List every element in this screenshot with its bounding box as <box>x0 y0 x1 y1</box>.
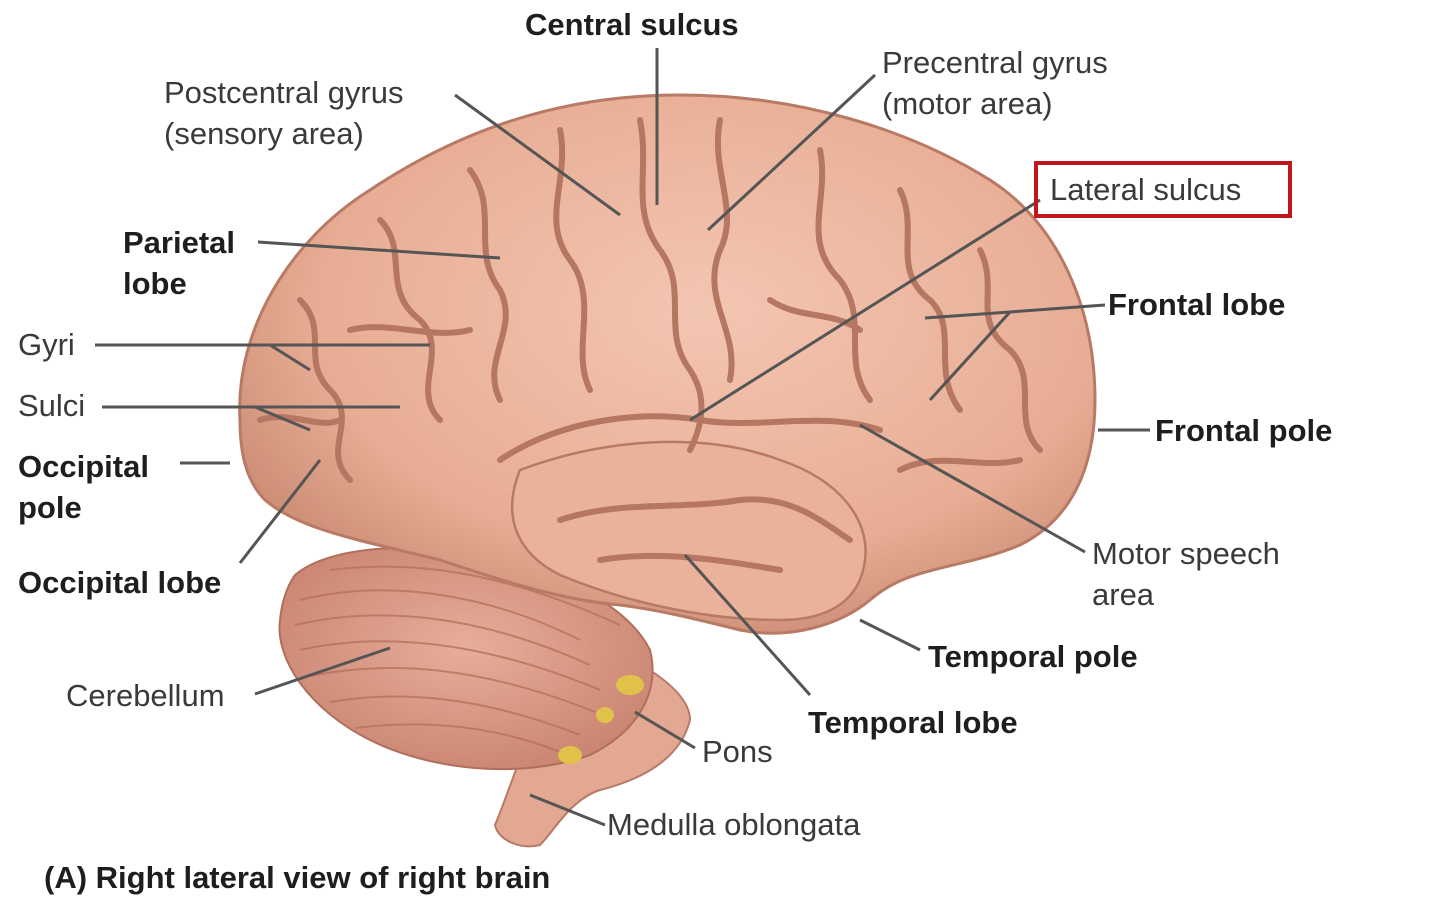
leader-medulla <box>529 793 606 827</box>
cerebrum-shape <box>238 93 1097 635</box>
label-temporal-pole: Temporal pole <box>928 639 1138 674</box>
figure-caption: (A) Right lateral view of right brain <box>44 860 551 895</box>
leader-frontal-lobe <box>1009 303 1106 314</box>
leader-occipital-lobe <box>238 459 322 564</box>
leader-parietal-lobe <box>257 240 501 260</box>
label-sulci: Sulci <box>18 388 86 423</box>
leader-temporal-pole <box>859 618 921 652</box>
leader-gyri-b <box>269 343 311 372</box>
label-motor-speech-area: Motor speech area <box>1092 536 1280 612</box>
leader-temporal-lobe <box>683 554 812 696</box>
leader-lines <box>95 48 1150 827</box>
label-parietal-lobe: Parietal lobe <box>123 225 236 301</box>
label-central-sulcus: Central sulcus <box>525 7 739 42</box>
leader-postcentral-gyrus <box>454 93 621 217</box>
label-pons: Pons <box>702 734 773 769</box>
cerebellum-folia <box>294 565 621 753</box>
label-precentral-gyrus: Precentral gyrus (motor area) <box>882 45 1108 121</box>
label-lateral-sulcus: Lateral sulcus <box>1050 172 1242 207</box>
pons-highlight <box>558 675 644 764</box>
label-frontal-lobe: Frontal lobe <box>1108 287 1286 322</box>
leader-pons <box>634 710 696 750</box>
leader-motor-speech <box>859 423 1086 554</box>
label-temporal-lobe: Temporal lobe <box>808 705 1018 740</box>
lateral-sulcus-highlight-box <box>1034 161 1292 218</box>
label-frontal-pole: Frontal pole <box>1155 413 1333 448</box>
label-medulla-oblongata: Medulla oblongata <box>607 807 861 842</box>
leader-cerebellum <box>254 646 391 696</box>
label-cerebellum: Cerebellum <box>66 678 225 713</box>
label-postcentral-gyrus: Postcentral gyrus (sensory area) <box>164 75 404 151</box>
leader-sulci-b <box>254 405 311 432</box>
leader-lateral-sulcus <box>689 198 1041 422</box>
temporal-lobe-shape <box>510 440 867 622</box>
leader-precentral-gyrus <box>706 73 877 232</box>
sulci-pattern <box>257 117 1043 573</box>
label-occipital-lobe: Occipital lobe <box>18 565 222 600</box>
label-gyri: Gyri <box>18 327 75 362</box>
label-occipital-pole: Occipital pole <box>18 449 149 525</box>
leader-frontal-lobe-a <box>924 310 1011 320</box>
leader-frontal-lobe-b <box>928 310 1012 402</box>
